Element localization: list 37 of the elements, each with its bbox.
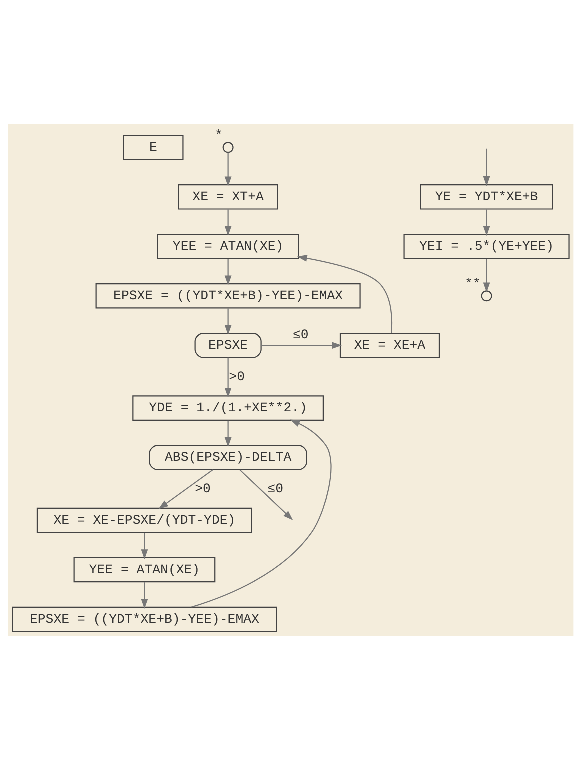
node-box: EPSXE xyxy=(194,332,262,358)
edge-label: ≤0 xyxy=(268,481,284,496)
arrow xyxy=(224,357,232,398)
edge-label: ≤0 xyxy=(292,327,309,342)
arrow xyxy=(224,420,232,447)
arrow xyxy=(141,532,148,560)
arrow xyxy=(192,419,332,608)
edge-label: >0 xyxy=(195,481,211,496)
node-box: YEE = ATAN(XE) xyxy=(74,556,216,582)
arrow xyxy=(224,209,232,236)
node-box: E xyxy=(123,134,184,160)
node-circle xyxy=(222,142,234,153)
arrow xyxy=(158,469,214,509)
node-box: YDE = 1./(1.+XE**2.) xyxy=(132,395,324,420)
node-box: YEE = ATAN(XE) xyxy=(157,233,300,259)
node-box: XE = XE+A xyxy=(340,332,440,358)
arrow xyxy=(224,308,232,335)
node-box: EPSXE = ((YDT*XE+B)-YEE)-EMAX xyxy=(96,282,361,308)
arrow xyxy=(483,209,490,236)
arrow xyxy=(483,148,490,186)
node-label: * xyxy=(214,127,223,142)
arrow xyxy=(240,469,294,520)
node-box: ABS(EPSXE)-DELTA xyxy=(149,444,308,470)
node-label: ** xyxy=(465,276,481,291)
arrow xyxy=(483,258,490,292)
arrow xyxy=(224,258,232,286)
arrow xyxy=(261,342,342,349)
node-box: YE = YDT*XE+B xyxy=(420,184,554,210)
arrow xyxy=(224,152,232,186)
node-box: YEI = .5*(YE+YEE) xyxy=(404,233,570,259)
node-box: XE = XT+A xyxy=(178,184,278,210)
edge-label: >0 xyxy=(229,368,246,384)
node-box: EPSXE = ((YDT*XE+B)-YEE)-EMAX xyxy=(12,606,278,632)
node-circle xyxy=(481,290,492,302)
node-box: XE = XE-EPSXE/(YDT-YDE) xyxy=(36,507,252,533)
arrow xyxy=(141,582,148,609)
arrow xyxy=(297,254,393,333)
